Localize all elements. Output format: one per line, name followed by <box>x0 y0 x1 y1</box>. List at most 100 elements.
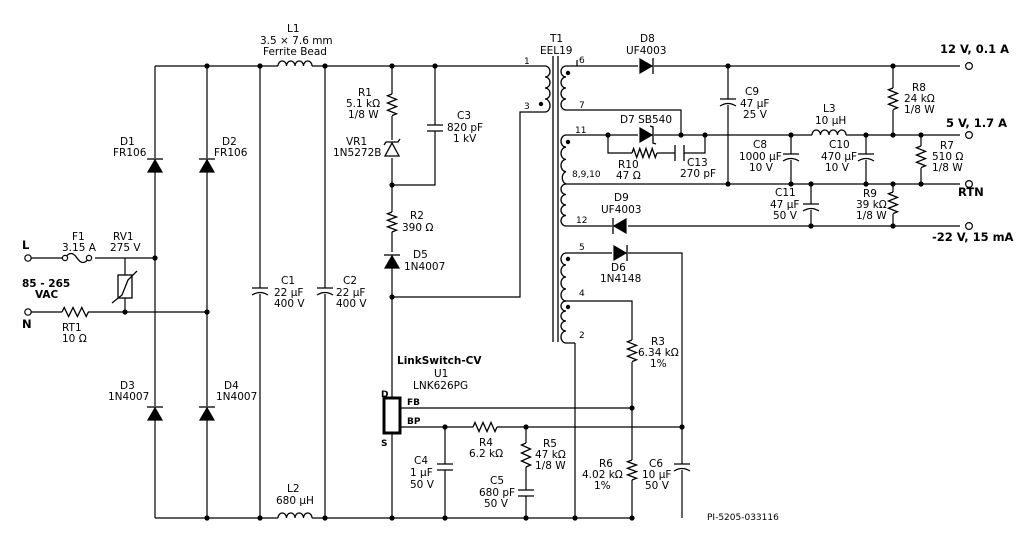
c3-ref: C3 <box>457 110 471 122</box>
c4-value: 1 µF <box>410 467 433 479</box>
r5-value: 47 kΩ <box>535 449 566 461</box>
drawing-id: PI-5205-033116 <box>707 513 779 523</box>
resistor-r5: R5 47 kΩ 1/8 W <box>519 438 566 472</box>
capacitor-c4: C4 1 µF 50 V <box>410 455 453 491</box>
d7-label: D7 SB540 <box>620 114 672 126</box>
pin-3: 3 <box>524 102 530 112</box>
l1-ref: L1 <box>287 23 300 35</box>
thermistor-rt1: RT1 10 Ω <box>61 306 89 345</box>
diode-d8: D8 UF4003 <box>626 33 666 75</box>
u1-pin-bp: BP <box>407 417 421 427</box>
r7-value: 510 Ω <box>932 151 963 163</box>
vr1-value: 1N5272B <box>333 147 381 159</box>
terminals <box>24 61 973 316</box>
capacitor-c11: C11 47 µF 50 V <box>770 187 820 222</box>
d6-ref: D6 <box>611 262 626 274</box>
c2-voltage: 400 V <box>336 298 367 310</box>
d4-ref: D4 <box>224 380 239 392</box>
r8-ref: R8 <box>912 82 926 94</box>
f1-ref: F1 <box>72 231 85 243</box>
transformer-t1: T1 EEL19 1 3 6 7 11 8,9,10 12 5 4 2 <box>524 33 601 344</box>
u1-ref: U1 <box>434 368 448 380</box>
c11-value: 47 µF <box>770 199 799 211</box>
capacitor-c13: C13 270 pF <box>674 145 716 180</box>
input-range-unit: VAC <box>35 289 59 301</box>
capacitor-c10: C10 470 µF 10 V <box>821 139 875 174</box>
c6-ref: C6 <box>649 458 663 470</box>
rt1-value: 10 Ω <box>62 333 87 345</box>
d2-ref: D2 <box>222 136 237 148</box>
output-labels: 12 V, 0.1 A 5 V, 1.7 A RTN -22 V, 15 mA <box>932 42 1014 244</box>
resistor-r4: R4 6.2 kΩ <box>469 420 503 460</box>
resistor-r6: R6 4.02 kΩ 1% <box>582 458 639 492</box>
diode-d6: D6 1N4148 <box>600 244 641 285</box>
resistor-r7: R7 510 Ω 1/8 W <box>914 140 963 174</box>
c6-voltage: 50 V <box>645 480 670 492</box>
u1-pin-s: S <box>381 439 387 449</box>
c1-voltage: 400 V <box>274 298 305 310</box>
c9-value: 47 µF <box>740 98 769 110</box>
c11-ref: C11 <box>775 187 796 199</box>
u1-pin-d: D <box>381 390 388 400</box>
output-neg22v: -22 V, 15 mA <box>932 230 1014 244</box>
c4-voltage: 50 V <box>410 479 435 491</box>
resistor-r2: R2 390 Ω <box>385 210 433 234</box>
r7-power: 1/8 W <box>932 162 963 174</box>
capacitor-c1: C1 22 µF 400 V <box>251 275 305 310</box>
l1-size: 3.5 × 7.6 mm <box>260 35 333 47</box>
l1-type: Ferrite Bead <box>263 46 327 58</box>
c3-value: 820 pF <box>447 122 483 134</box>
r5-power: 1/8 W <box>535 460 566 472</box>
c3-voltage: 1 kV <box>453 133 477 145</box>
d1-ref: D1 <box>120 136 135 148</box>
f1-value: 3.15 A <box>62 242 97 254</box>
pin-6: 6 <box>579 56 585 66</box>
c10-value: 470 µF <box>821 151 857 163</box>
c2-value: 22 µF <box>336 287 365 299</box>
d9-value: UF4003 <box>601 204 641 216</box>
output-12v: 12 V, 0.1 A <box>940 42 1009 56</box>
l2-value: 680 µH <box>276 495 314 507</box>
d5-value: 1N4007 <box>404 261 445 273</box>
c11-voltage: 50 V <box>773 210 798 222</box>
r3-tol: 1% <box>650 358 667 370</box>
diode-d1: D1 FR106 <box>113 136 164 173</box>
d4-value: 1N4007 <box>216 391 257 403</box>
d8-value: UF4003 <box>626 45 666 57</box>
r2-ref: R2 <box>410 210 424 222</box>
r8-power: 1/8 W <box>904 104 935 116</box>
r6-tol: 1% <box>594 480 611 492</box>
d5-ref: D5 <box>413 249 428 261</box>
r3-value: 6.34 kΩ <box>638 347 679 359</box>
pin-12: 12 <box>576 216 587 226</box>
resistor-r10: R10 47 Ω <box>616 146 658 182</box>
capacitor-c3: C3 820 pF 1 kV <box>427 110 483 145</box>
schottky-d7: D7 SB540 <box>620 114 672 145</box>
c13-value: 270 pF <box>680 168 716 180</box>
r8-value: 24 kΩ <box>904 93 935 105</box>
r9-value: 39 kΩ <box>856 199 887 211</box>
r3-ref: R3 <box>651 336 665 348</box>
r4-ref: R4 <box>479 437 493 449</box>
c5-value: 680 pF <box>479 487 515 499</box>
c10-voltage: 10 V <box>825 162 850 174</box>
r1-ref: R1 <box>358 87 372 99</box>
d7-value: SB540 <box>638 114 672 126</box>
input-range: 85 - 265 <box>22 278 70 290</box>
rt1-ref: RT1 <box>62 322 82 334</box>
pin-8-9-10: 8,9,10 <box>572 170 601 180</box>
t1-core: EEL19 <box>540 45 572 57</box>
d2-value: FR106 <box>214 147 248 159</box>
input-n-label: N <box>22 317 32 331</box>
c5-voltage: 50 V <box>484 498 509 510</box>
c13-ref: C13 <box>687 157 708 169</box>
u1-pin-fb: FB <box>407 398 420 408</box>
r7-ref: R7 <box>940 140 954 152</box>
c1-ref: C1 <box>281 275 295 287</box>
rv1-ref: RV1 <box>113 231 134 243</box>
diode-d3: D3 1N4007 <box>108 380 164 421</box>
r1-power: 1/8 W <box>348 109 379 121</box>
d3-ref: D3 <box>120 380 135 392</box>
diode-d2: D2 FR106 <box>198 136 248 173</box>
